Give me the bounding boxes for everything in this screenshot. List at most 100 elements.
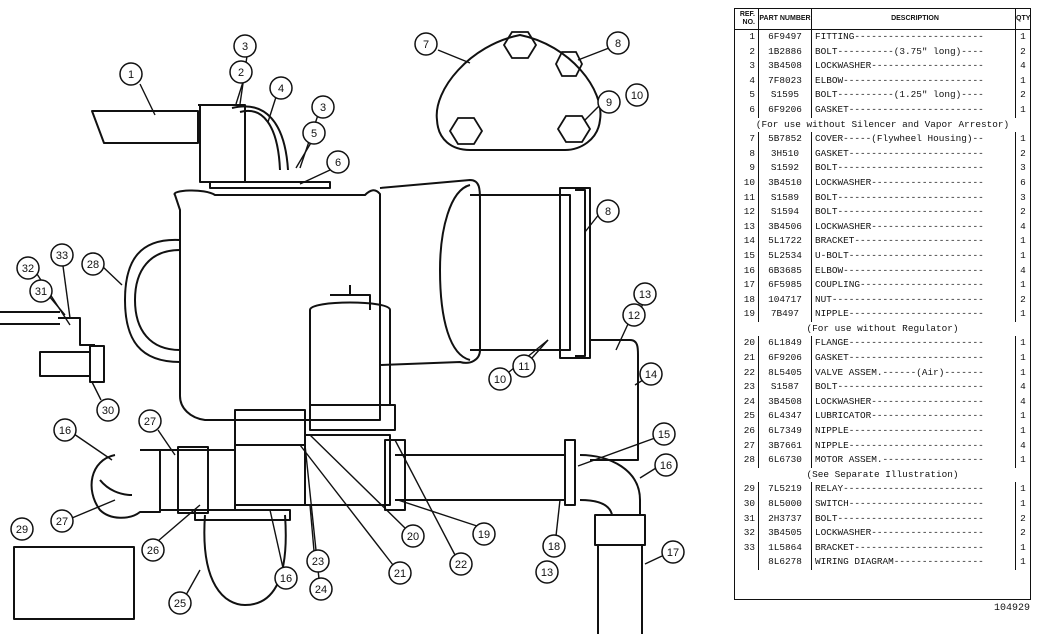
cell-quantity: 2 <box>1015 44 1030 60</box>
callout-bubble: 11 <box>512 354 536 378</box>
callout-bubble: 16 <box>53 418 77 442</box>
callout-label: 20 <box>407 531 419 543</box>
fitting-part <box>91 110 199 144</box>
cell-description: LOCKWASHER-------------------- <box>811 175 1016 191</box>
callout-label: 8 <box>615 38 621 50</box>
cell-quantity: 1 <box>1015 409 1030 425</box>
relay-box <box>13 546 135 620</box>
cell-description: NIPPLE------------------------ <box>811 307 1016 322</box>
cell-part-number: 6L1849 <box>758 336 812 352</box>
callout-bubble: 28 <box>81 252 105 276</box>
cell-description: NUT--------------------------- <box>811 292 1016 308</box>
cell-quantity: 2 <box>1015 205 1030 220</box>
callout-circle <box>311 95 335 119</box>
cell-quantity: 1 <box>1015 497 1030 512</box>
cell-part-number: S1589 <box>758 190 812 206</box>
callout-label: 30 <box>102 405 114 417</box>
cell-ref-number: 16 <box>743 264 755 276</box>
cell-part-number: 8L5000 <box>758 497 812 512</box>
callout-bubble: 16 <box>654 453 678 477</box>
callout-label: 10 <box>494 374 506 386</box>
cell-quantity: 2 <box>1015 292 1030 308</box>
drawing-number: 104929 <box>994 603 1031 614</box>
callout-circle <box>138 409 162 433</box>
hex-bolt <box>448 117 484 145</box>
cell-description: BOLT-------------------------- <box>811 205 1016 220</box>
callout-bubble: 4 <box>269 76 293 100</box>
cell-quantity: 4 <box>1015 219 1030 235</box>
callout-circle <box>306 549 330 573</box>
cell-description: LOCKWASHER-------------------- <box>811 394 1016 410</box>
exploded-parts-diagram: 1234356789108131211101415161718131920212… <box>0 31 685 634</box>
cell-ref-number: 3 <box>749 60 755 72</box>
callout-bubble: 27 <box>138 409 162 433</box>
cell-description: U-BOLT------------------------ <box>811 248 1016 264</box>
cell-part-number: 7L5219 <box>758 482 812 497</box>
cell-quantity: 1 <box>1015 234 1030 249</box>
callout-label: 2 <box>238 67 244 79</box>
cell-ref-number: 11 <box>743 191 755 203</box>
callout-label: 17 <box>667 547 679 559</box>
cell-ref-number: 2 <box>749 45 755 57</box>
callout-circle <box>535 560 559 584</box>
callout-bubble: 2 <box>229 60 253 84</box>
cell-quantity: 1 <box>1015 132 1030 147</box>
callout-circle <box>96 398 120 422</box>
cell-part-number: 3B4505 <box>758 526 812 541</box>
cell-ref-number: 12 <box>743 206 755 218</box>
cell-quantity: 1 <box>1015 453 1030 468</box>
callout-circle <box>633 282 657 306</box>
cell-description: BRACKET----------------------- <box>811 234 1016 249</box>
cell-quantity: 3 <box>1015 161 1030 176</box>
callout-bubble: 5 <box>302 121 326 145</box>
cell-description: LOCKWASHER-------------------- <box>811 526 1016 541</box>
cell-quantity: 1 <box>1015 307 1030 322</box>
cell-ref-number: 19 <box>743 308 755 320</box>
cell-description: VALVE ASSEM.------(Air)------- <box>811 365 1016 381</box>
callout-bubble: 12 <box>622 303 646 327</box>
cell-quantity: 1 <box>1015 29 1030 45</box>
cell-ref-number: 23 <box>743 381 755 393</box>
callout-bubble: 22 <box>449 552 473 576</box>
callout-label: 19 <box>478 529 490 541</box>
callout-bubble: 14 <box>639 362 663 386</box>
cell-ref-number: 1 <box>749 31 755 42</box>
callout-circle <box>16 256 40 280</box>
callout-bubble: 27 <box>50 509 74 533</box>
callout-circle <box>229 60 253 84</box>
callout-bubble: 3 <box>233 34 257 58</box>
callout-circle <box>53 418 77 442</box>
cell-description: BOLT-------------------------- <box>811 190 1016 206</box>
callout-label: 27 <box>144 416 156 428</box>
cell-ref-number: 20 <box>743 337 755 349</box>
callout-label: 3 <box>320 102 326 114</box>
cell-ref-number: 25 <box>743 410 755 422</box>
callout-bubble: 31 <box>29 279 53 303</box>
cell-ref-number: 22 <box>743 366 755 378</box>
table-note-row: (For use without Regulator) <box>735 322 1030 337</box>
callout-circle <box>542 534 566 558</box>
callout-circle <box>639 362 663 386</box>
callout-circle <box>401 524 425 548</box>
callout-bubble: 10 <box>625 83 649 107</box>
header-description: DESCRIPTION <box>811 9 1016 30</box>
cell-quantity: 2 <box>1015 511 1030 527</box>
callout-bubble: 13 <box>535 560 559 584</box>
callout-bubble: 24 <box>309 577 333 601</box>
